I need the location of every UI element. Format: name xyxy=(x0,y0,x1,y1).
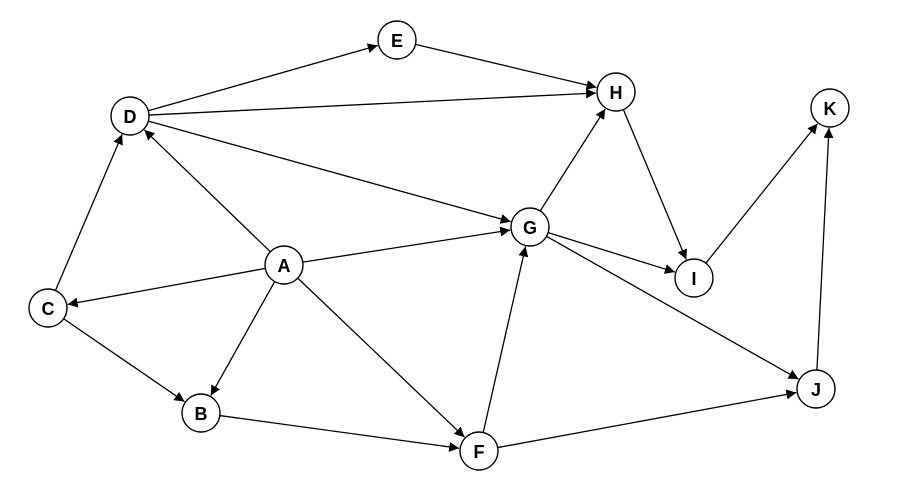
node-circle-c xyxy=(28,288,68,328)
edge-f-to-j xyxy=(497,389,797,449)
edge-f-to-g xyxy=(482,246,529,433)
node-circle-j xyxy=(796,369,836,409)
node-c: C xyxy=(28,288,68,328)
node-label-a: A xyxy=(278,256,291,276)
node-g: G xyxy=(510,207,550,247)
node-circle-f xyxy=(459,431,499,471)
node-circle-a xyxy=(264,245,304,285)
edge-a-to-d xyxy=(143,129,271,253)
node-label-d: D xyxy=(124,107,137,127)
edge-e-to-h xyxy=(415,43,597,90)
node-j: J xyxy=(796,369,836,409)
node-e: E xyxy=(377,20,417,60)
edge-c-to-b xyxy=(63,318,185,403)
node-circle-b xyxy=(181,393,221,433)
edge-d-to-e xyxy=(148,43,378,112)
edge-g-to-i xyxy=(547,232,676,274)
node-a: A xyxy=(264,245,304,285)
node-label-k: K xyxy=(824,99,837,119)
edge-c-to-d xyxy=(54,134,123,291)
node-label-j: J xyxy=(811,380,821,400)
node-label-e: E xyxy=(391,31,403,51)
edge-a-to-f xyxy=(297,277,465,438)
edges-layer xyxy=(54,43,834,452)
node-f: F xyxy=(459,431,499,471)
node-circle-i xyxy=(674,258,714,298)
edge-b-to-f xyxy=(219,414,460,452)
node-circle-h xyxy=(596,72,636,112)
edge-a-to-b xyxy=(210,281,276,396)
node-label-h: H xyxy=(610,83,623,103)
edge-a-to-g xyxy=(302,226,511,263)
node-circle-d xyxy=(110,96,150,136)
node-label-g: G xyxy=(523,218,537,238)
node-label-f: F xyxy=(474,442,485,462)
node-label-b: B xyxy=(195,404,208,424)
node-k: K xyxy=(810,88,850,128)
node-h: H xyxy=(596,72,636,112)
node-i: I xyxy=(674,258,714,298)
edge-g-to-j xyxy=(546,235,799,380)
edge-d-to-h xyxy=(148,88,597,116)
node-label-c: C xyxy=(42,299,55,319)
node-circle-g xyxy=(510,207,550,247)
node-label-i: I xyxy=(691,269,696,289)
node-circle-k xyxy=(810,88,850,128)
edge-h-to-i xyxy=(622,109,688,260)
edge-j-to-k xyxy=(816,127,834,371)
nodes-layer: A B C D E F G H I J K xyxy=(28,20,850,471)
edge-i-to-k xyxy=(705,123,819,264)
node-b: B xyxy=(181,393,221,433)
edge-d-to-g xyxy=(148,120,511,224)
edge-g-to-h xyxy=(539,108,606,212)
node-circle-e xyxy=(377,20,417,60)
edge-a-to-c xyxy=(67,267,266,308)
node-d: D xyxy=(110,96,150,136)
